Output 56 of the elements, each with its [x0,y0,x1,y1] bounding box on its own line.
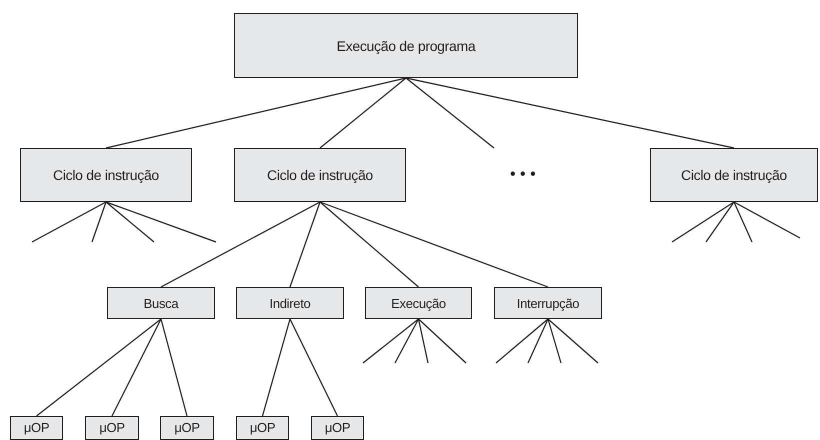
box-label: Interrupção [516,296,580,310]
connector-line [289,202,321,288]
box-label: Busca [144,296,178,310]
box-label: Execução de programa [336,38,476,54]
connector-line [160,201,320,288]
connector-line [289,318,338,416]
box-label: μOP [99,420,125,435]
branch-line [734,201,800,239]
ellipsis-text: • • • [510,166,536,184]
branch-line [106,202,154,242]
connector-line [160,318,188,416]
branch-line [32,201,106,243]
branch-line [733,202,753,242]
process-box [311,416,364,440]
process-box [236,287,344,319]
process-box [107,287,215,319]
connector-line [320,78,406,148]
box-label: μOP [324,420,350,435]
branch-line [406,78,494,148]
connector-line [320,202,419,288]
box-label: Ciclo de instrução [267,167,373,183]
process-box [365,287,472,319]
process-box [10,416,63,440]
box-label: Indireto [270,296,310,310]
box-label: Ciclo de instrução [681,167,787,183]
process-box [85,416,139,440]
branch-line [672,202,734,242]
connector-line [111,318,162,416]
branch-line [362,318,419,364]
box-label: Execução [391,296,446,310]
box-label: μOP [174,420,200,435]
process-box [494,287,602,319]
branch-line [527,318,549,364]
process-box [234,13,578,78]
process-box [236,416,289,440]
branch-line [418,318,466,364]
branch-line [106,201,216,243]
box-label: Ciclo de instrução [53,167,159,183]
box-label: μOP [250,420,276,435]
connector-line [262,318,291,416]
connector-line [36,318,162,416]
branch-line [418,318,429,364]
box-label: μOP [24,420,50,435]
connector-line [406,77,734,149]
branch-line [706,202,734,242]
branch-line [496,318,548,364]
process-box [650,148,818,202]
connector-line [106,77,406,149]
process-box [234,148,406,202]
process-box [160,416,214,440]
connector-line [320,201,548,288]
branch-line [91,202,107,242]
branch-line [394,318,420,364]
branch-line [547,318,562,364]
branch-line [548,318,598,364]
process-box [20,148,192,202]
